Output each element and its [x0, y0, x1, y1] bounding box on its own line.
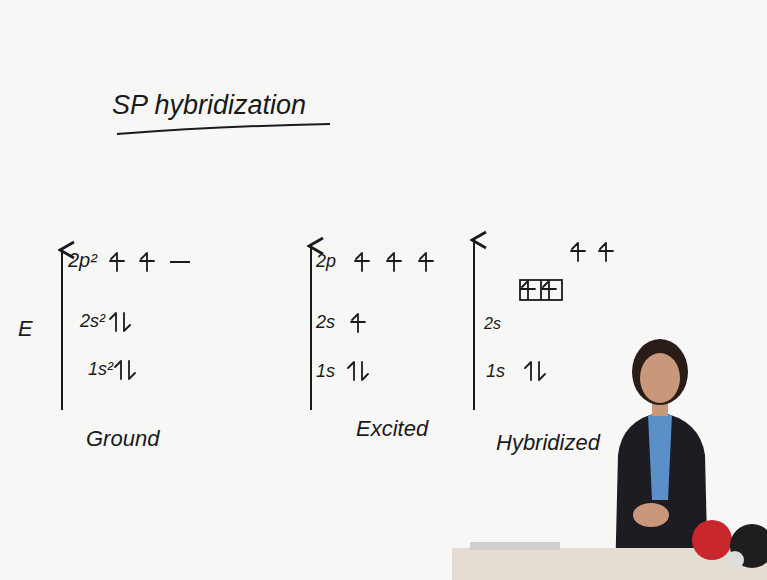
state-caption: Excited — [356, 418, 428, 440]
spin-arrow — [542, 281, 556, 299]
spin-arrow — [571, 243, 585, 261]
orbital-label: 2s — [316, 313, 335, 331]
orbital-label: 2s — [484, 316, 501, 332]
balloon — [692, 520, 732, 560]
orbital-label: 1s — [316, 362, 335, 380]
spin-arrow — [351, 314, 365, 332]
axis-label: E — [18, 318, 33, 340]
title: SP hybridization — [112, 92, 306, 119]
spin-arrow — [355, 253, 369, 271]
tablet — [470, 542, 560, 550]
orbital-label: 1s — [486, 362, 505, 380]
empty-orbital — [170, 261, 190, 263]
hybrid-orbital-divider — [540, 280, 542, 300]
spin-arrow — [140, 253, 154, 271]
title-underline — [117, 124, 330, 134]
energy-axis — [473, 240, 475, 410]
spin-arrow — [521, 281, 535, 299]
energy-axis — [61, 250, 63, 410]
orbital-label: 2p² — [68, 250, 97, 270]
spin-arrow — [115, 361, 135, 379]
hybrid-orbital-box — [520, 280, 562, 300]
state-caption: Hybridized — [496, 432, 600, 454]
spin-arrow — [387, 253, 401, 271]
ball — [726, 551, 744, 569]
electron-spins — [110, 243, 613, 380]
spin-arrow — [110, 313, 130, 331]
spin-arrow — [110, 253, 124, 271]
orbital-label: 1s² — [88, 360, 113, 378]
spin-arrow — [525, 362, 545, 380]
spin-arrow — [599, 243, 613, 261]
spin-arrow — [348, 362, 368, 380]
orbital-label: 2p — [316, 252, 336, 270]
energy-axis — [310, 246, 312, 410]
spin-arrow — [419, 253, 433, 271]
state-caption: Ground — [86, 428, 159, 450]
orbital-label: 2s² — [80, 312, 105, 330]
